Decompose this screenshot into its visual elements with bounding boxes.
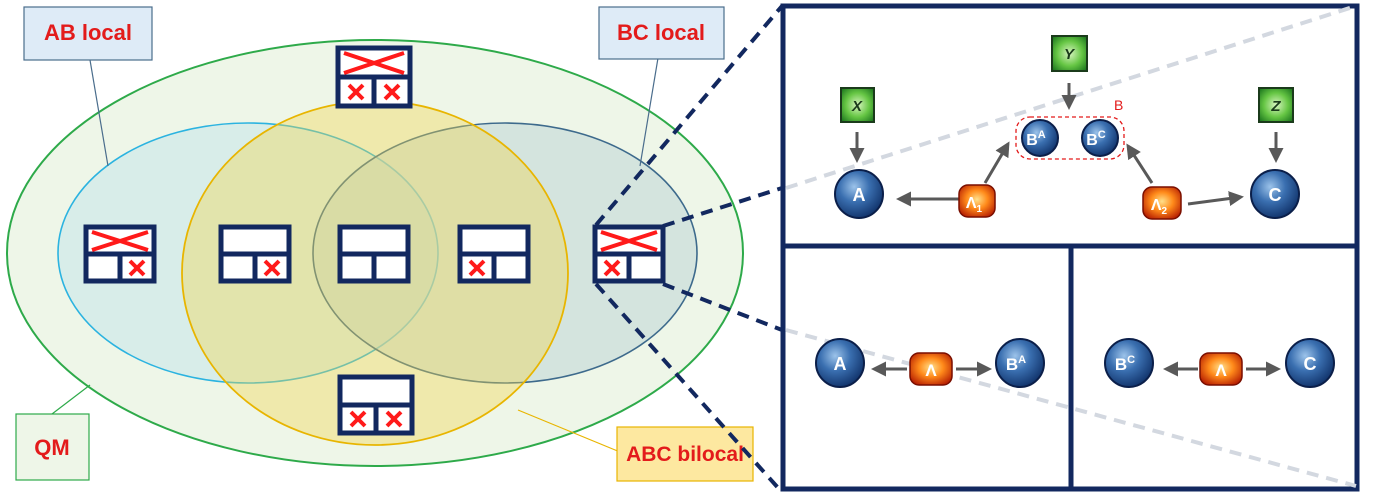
party-a-node-bl: A	[815, 338, 865, 388]
qm-label: QM	[34, 435, 69, 460]
party-b-a-superscript: A	[1038, 129, 1046, 141]
constraint-icon-bc-local	[592, 224, 666, 284]
abc-bilocal-label: ABC bilocal	[626, 443, 744, 466]
input-x-box: X	[840, 87, 875, 123]
subnetwork-bc: BC Λ C	[1104, 338, 1335, 388]
bc-local-label-box: BC local	[598, 6, 725, 60]
input-y-box: Y	[1051, 35, 1088, 72]
source-lambda-1: Λ1	[958, 184, 996, 218]
source-lambda-br: Λ	[1199, 352, 1243, 386]
source-lambda-bl: Λ	[909, 352, 953, 386]
constraint-icon-qm-top	[335, 45, 413, 109]
svg-text:Λ1: Λ1	[966, 195, 983, 215]
qm-callout-line	[51, 384, 91, 415]
ab-local-label-box: AB local	[23, 6, 153, 61]
input-y-label: Y	[1064, 46, 1076, 63]
party-b-label-bl: B	[1006, 355, 1018, 374]
svg-text:BC: BC	[1115, 354, 1135, 374]
svg-text:BC: BC	[1086, 129, 1106, 149]
party-b-c-superscript: C	[1098, 129, 1106, 141]
abc-bilocal-callout-line	[517, 409, 621, 453]
zoom-connector-lines	[594, 4, 784, 492]
svg-text:BA: BA	[1006, 354, 1026, 374]
party-b-c-node: BC	[1081, 119, 1119, 157]
party-c-node: C	[1250, 169, 1300, 219]
party-b-group-label: B	[1114, 97, 1123, 113]
bc-local-callout-line	[639, 57, 659, 167]
party-b-a-label: B	[1026, 132, 1038, 149]
constraint-icon-bc-bilocal	[457, 224, 531, 284]
party-b-superscript-br: C	[1127, 354, 1135, 366]
party-b-superscript-bl: A	[1018, 354, 1026, 366]
bc-local-label: BC local	[617, 20, 705, 45]
ab-local-label: AB local	[44, 20, 132, 45]
ab-local-callout-line	[89, 59, 109, 167]
party-c-label-br: C	[1304, 354, 1317, 374]
party-b-c-label: B	[1086, 132, 1098, 149]
source-lambda-1-label: Λ	[966, 195, 977, 212]
source-lambda-2-label: Λ	[1151, 197, 1162, 214]
party-b-label-br: B	[1115, 355, 1127, 374]
network-panels: B X Y Z A	[780, 3, 1360, 492]
source-lambda-2: Λ2	[1142, 186, 1182, 220]
party-c-node-br: C	[1285, 338, 1335, 388]
constraint-icon-ab-bilocal	[218, 224, 292, 284]
party-b-a-node-bl: BA	[995, 338, 1045, 388]
source-lambda-2-subscript: 2	[1162, 206, 1168, 217]
party-a-label: A	[853, 185, 866, 205]
qm-label-box: QM	[15, 413, 90, 481]
input-z-box: Z	[1258, 87, 1294, 123]
constraint-icon-ab-local	[83, 224, 157, 284]
svg-text:Λ2: Λ2	[1151, 197, 1168, 217]
source-lambda-1-subscript: 1	[977, 204, 983, 215]
input-x-label: X	[851, 98, 863, 115]
input-z-label: Z	[1270, 98, 1281, 115]
party-c-label: C	[1269, 185, 1282, 205]
party-b-c-node-br: BC	[1104, 338, 1154, 388]
party-b-a-node: BA	[1021, 119, 1059, 157]
source-lambda-label-bl: Λ	[925, 361, 937, 380]
subnetwork-ab: A Λ BA	[815, 338, 1045, 388]
venn-diagram: AB local BC local QM ABC bilocal	[6, 6, 754, 482]
bilocal-network-top: B X Y Z A	[834, 35, 1300, 220]
source-lambda-label-br: Λ	[1215, 361, 1227, 380]
party-a-node: A	[834, 169, 884, 219]
constraint-icon-bilocal-bottom	[337, 374, 415, 436]
svg-text:BA: BA	[1026, 129, 1046, 149]
party-a-label-bl: A	[834, 354, 847, 374]
constraint-icon-center	[337, 224, 411, 284]
